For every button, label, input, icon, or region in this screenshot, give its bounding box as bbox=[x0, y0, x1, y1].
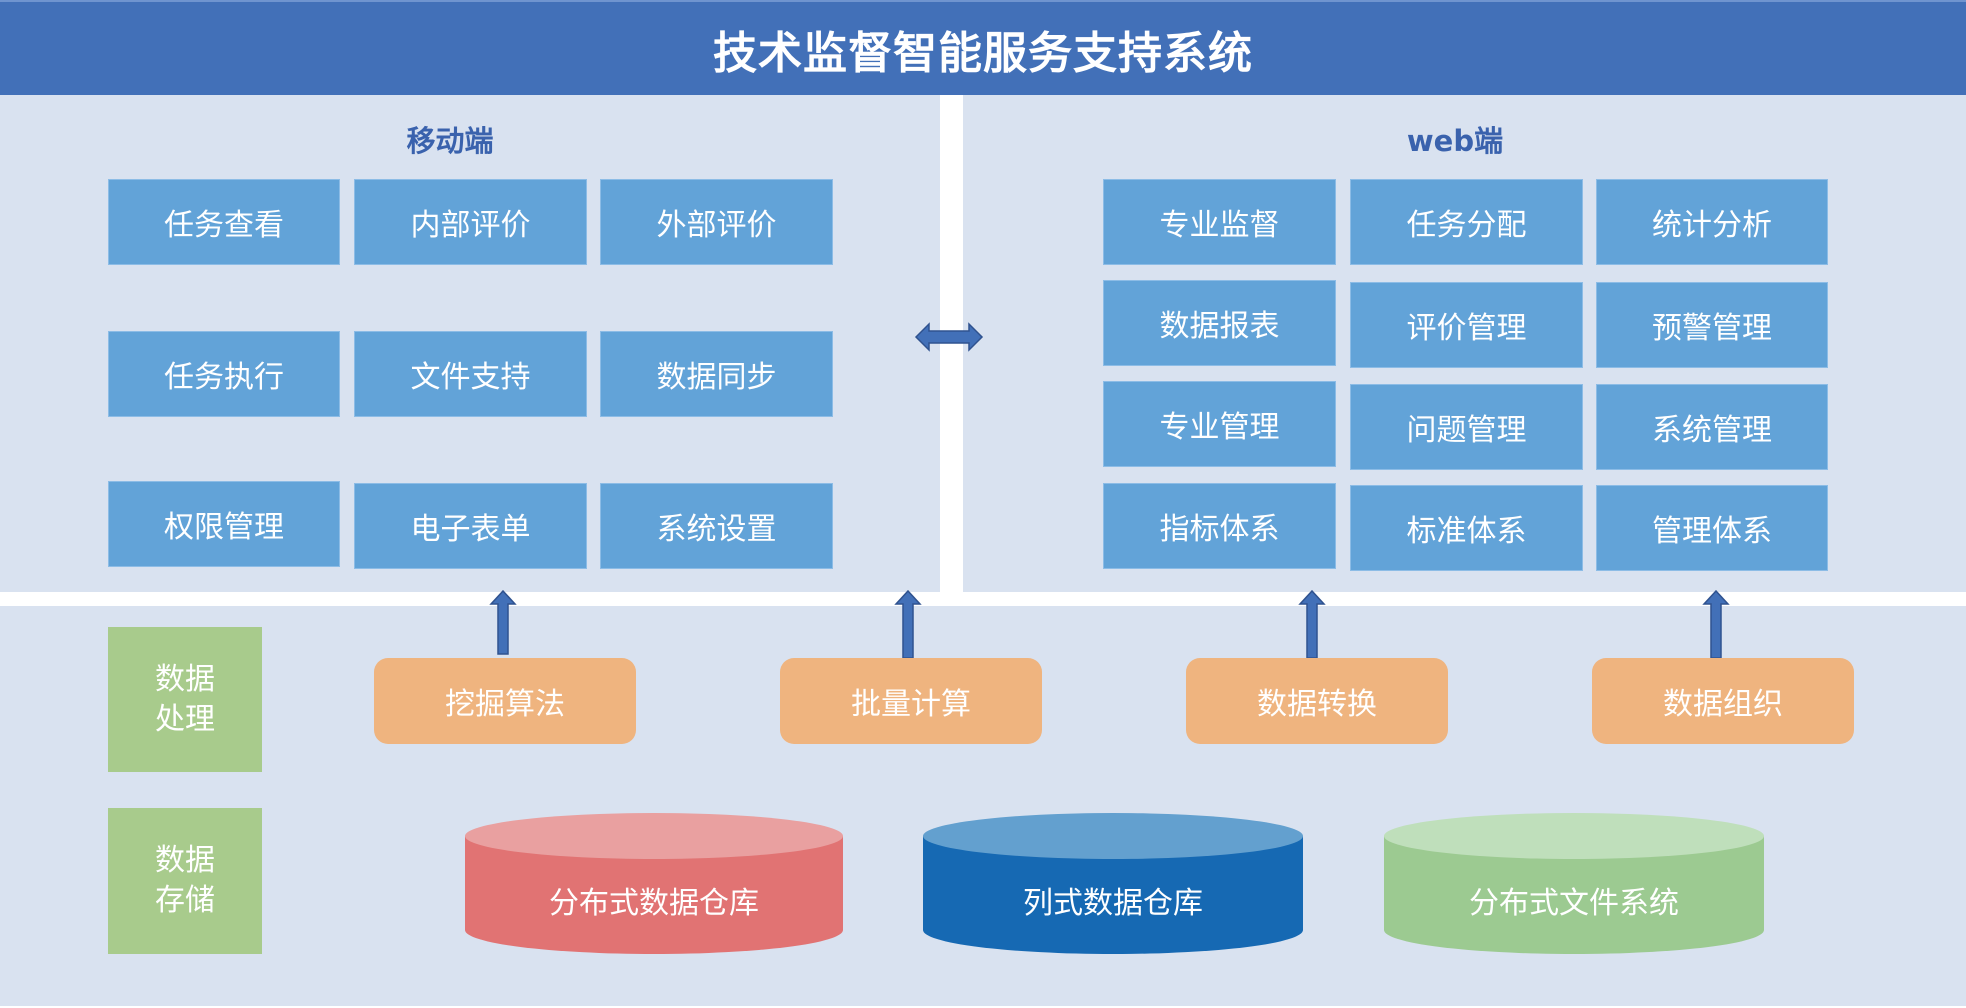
web-item: 指标体系 bbox=[1103, 483, 1336, 569]
layer-label-line: 处理 bbox=[155, 701, 215, 737]
web-item: 数据报表 bbox=[1103, 280, 1336, 366]
web-item: 专业监督 bbox=[1103, 179, 1336, 265]
layer-label-data-storage: 数据 存储 bbox=[108, 808, 262, 954]
layer-label-data-processing: 数据 处理 bbox=[108, 627, 262, 772]
database-cylinder-icon bbox=[465, 813, 843, 954]
process-box: 挖掘算法 bbox=[374, 658, 636, 744]
storage-label: 列式数据仓库 bbox=[1023, 886, 1203, 921]
process-box: 数据组织 bbox=[1592, 658, 1854, 744]
diagram-title: 技术监督智能服务支持系统 bbox=[713, 27, 1253, 79]
mobile-section-title: 移动端 bbox=[406, 124, 494, 158]
storage-cylinder: 分布式数据仓库 bbox=[464, 812, 844, 956]
process-box: 数据转换 bbox=[1186, 658, 1448, 744]
web-item: 问题管理 bbox=[1350, 384, 1583, 470]
database-cylinder-icon bbox=[1384, 813, 1764, 954]
database-cylinder-icon bbox=[923, 813, 1303, 954]
diagram-header: 技术监督智能服务支持系统 bbox=[0, 0, 1966, 95]
mobile-item: 权限管理 bbox=[108, 481, 340, 567]
web-item: 专业管理 bbox=[1103, 381, 1336, 467]
up-arrow-icon bbox=[1298, 590, 1326, 659]
storage-cylinder: 列式数据仓库 bbox=[922, 812, 1304, 956]
web-item: 评价管理 bbox=[1350, 282, 1583, 368]
mobile-item: 内部评价 bbox=[354, 179, 587, 265]
up-arrow-icon bbox=[1702, 590, 1730, 659]
up-arrow-icon bbox=[894, 590, 922, 659]
storage-label: 分布式数据仓库 bbox=[549, 886, 759, 921]
web-item: 标准体系 bbox=[1350, 485, 1583, 571]
web-section-title: web端 bbox=[1406, 124, 1504, 158]
web-item: 预警管理 bbox=[1596, 282, 1828, 368]
mobile-item: 任务执行 bbox=[108, 331, 340, 417]
web-item: 系统管理 bbox=[1596, 384, 1828, 470]
process-box: 批量计算 bbox=[780, 658, 1042, 744]
layer-label-line: 数据 bbox=[155, 661, 215, 697]
web-item: 任务分配 bbox=[1350, 179, 1583, 265]
bidirectional-arrow-icon bbox=[914, 322, 984, 352]
web-item: 统计分析 bbox=[1596, 179, 1828, 265]
mobile-item: 系统设置 bbox=[600, 483, 833, 569]
layer-label-line: 数据 bbox=[155, 843, 215, 878]
mobile-item: 数据同步 bbox=[600, 331, 833, 417]
mobile-item: 外部评价 bbox=[600, 179, 833, 265]
layer-label-line: 存储 bbox=[155, 883, 215, 918]
mobile-item: 文件支持 bbox=[354, 331, 587, 417]
web-item: 管理体系 bbox=[1596, 485, 1828, 571]
storage-cylinder: 分布式文件系统 bbox=[1383, 812, 1765, 956]
mobile-item: 任务查看 bbox=[108, 179, 340, 265]
storage-label: 分布式文件系统 bbox=[1469, 886, 1679, 921]
mobile-item: 电子表单 bbox=[354, 483, 587, 569]
up-arrow-icon bbox=[489, 590, 517, 655]
